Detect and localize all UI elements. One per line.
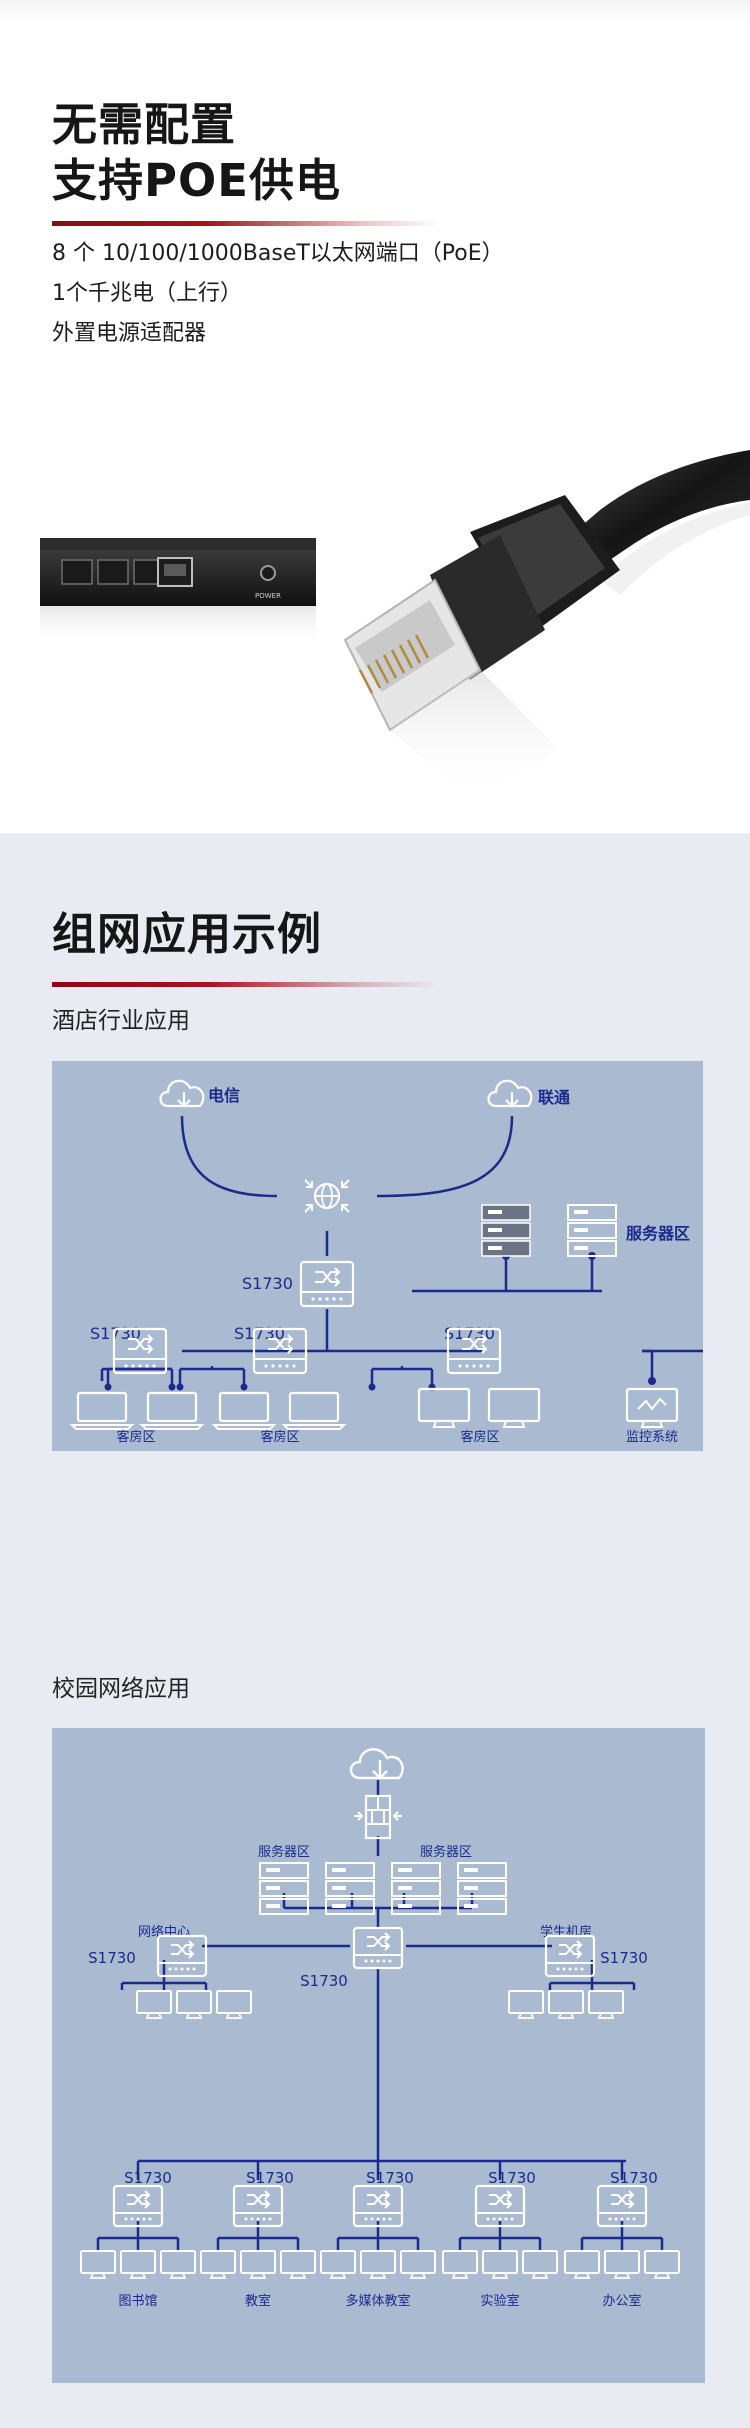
feature-line-3: 外置电源适配器 xyxy=(52,321,207,346)
server-zone-label: 服务器区 xyxy=(626,1224,690,1243)
server-icon xyxy=(325,1862,375,1915)
network-examples-section: 组网应用示例 酒店行业应用 xyxy=(0,833,750,2428)
pc-icon xyxy=(417,1387,471,1429)
zone-multimedia-label: 多媒体教室 xyxy=(345,2293,410,2309)
pc-icon xyxy=(280,2250,316,2279)
campus-diagram-panel: 服务器区 服务器区 网络中心 S1730 S1730 学生机房 S1730 S1… xyxy=(52,1728,705,2383)
hotel-network-diagram: 电信 联通 服务器区 S1730 S1730 S17 xyxy=(70,1079,742,1445)
access-switch-4-label: S1730 xyxy=(488,2169,536,2187)
access-switch-1-icon xyxy=(112,2184,164,2228)
campus-subtitle: 校园网络应用 xyxy=(52,1676,190,1702)
cloud-icon xyxy=(159,1079,205,1108)
pc-icon xyxy=(360,2250,396,2279)
title-underline xyxy=(52,221,440,226)
switch-device: POWER xyxy=(40,538,316,646)
access-switch-3-label: S1730 xyxy=(366,2169,414,2187)
pc-icon xyxy=(442,2250,478,2279)
pc-icon xyxy=(120,2250,156,2279)
laptop-icon xyxy=(212,1391,276,1431)
hero-title-line2: 支持POE供电 xyxy=(52,154,341,207)
hero-title-line1: 无需配置 xyxy=(52,98,237,151)
switch-right-label: S1730 xyxy=(600,1949,648,1967)
access-switch-2-label: S1730 xyxy=(246,2169,294,2187)
access-switch-2-icon xyxy=(232,2184,284,2228)
internet-globe-icon xyxy=(304,1179,350,1213)
pc-icon xyxy=(176,1990,212,2019)
server-zone-left-label: 服务器区 xyxy=(258,1844,310,1860)
pc-icon xyxy=(487,1387,541,1429)
zone-classroom-label: 教室 xyxy=(245,2293,271,2309)
switch-right-icon xyxy=(544,1934,596,1978)
hotel-subtitle: 酒店行业应用 xyxy=(52,1008,190,1034)
server-icon xyxy=(391,1862,441,1915)
pc-icon xyxy=(160,2250,196,2279)
access-switch-3-icon xyxy=(352,2184,404,2228)
pc-icon xyxy=(216,1990,252,2019)
section-title: 组网应用示例 xyxy=(52,909,322,960)
pc-icon xyxy=(136,1990,172,2019)
pc-icon xyxy=(80,2250,116,2279)
core-switch-label: S1730 xyxy=(300,1972,348,1990)
pc-icon xyxy=(200,2250,236,2279)
pc-icon xyxy=(522,2250,558,2279)
cloud-icon xyxy=(487,1079,533,1108)
monitor-icon xyxy=(625,1387,679,1429)
laptop-icon xyxy=(282,1391,346,1431)
core-switch-label: S1730 xyxy=(242,1274,293,1293)
section-title-underline xyxy=(52,982,440,987)
pc-icon xyxy=(482,2250,518,2279)
monitor-system-label: 监控系统 xyxy=(626,1430,678,1445)
network-center-label: 网络中心 xyxy=(138,1924,190,1940)
server-icon xyxy=(457,1862,507,1915)
room-zone-1-label: 客房区 xyxy=(116,1429,155,1445)
hotel-connection-lines xyxy=(100,1115,742,1381)
room-zone-2-label: 客房区 xyxy=(260,1429,299,1445)
cloud-icon xyxy=(349,1748,404,1780)
pc-icon xyxy=(604,2250,640,2279)
pc-icon xyxy=(400,2250,436,2279)
campus-network-diagram: 服务器区 服务器区 网络中心 S1730 S1730 学生机房 S1730 S1… xyxy=(80,1748,680,2309)
zone-lab-label: 实验室 xyxy=(480,2293,519,2309)
switch-left-label: S1730 xyxy=(88,1949,136,1967)
pc-icon xyxy=(508,1990,544,2019)
core-switch-icon xyxy=(352,1926,404,1970)
server-zone-right-label: 服务器区 xyxy=(420,1844,472,1860)
pc-icon xyxy=(240,2250,276,2279)
pc-icon xyxy=(564,2250,600,2279)
ethernet-cable xyxy=(343,450,750,800)
core-switch-icon xyxy=(299,1260,355,1308)
laptop-icon xyxy=(140,1391,204,1431)
zone-library-label: 图书馆 xyxy=(118,2294,157,2309)
feature-line-2: 1个千兆电（上行） xyxy=(52,281,242,306)
zone-office-label: 办公室 xyxy=(602,2293,641,2309)
pc-icon xyxy=(548,1990,584,2019)
firewall-icon xyxy=(354,1794,402,1840)
pc-icon xyxy=(320,2250,356,2279)
access-switch-5-label: S1730 xyxy=(610,2169,658,2187)
product-image: POWER xyxy=(40,450,750,800)
pc-icon xyxy=(588,1990,624,2019)
power-port-label: POWER xyxy=(255,592,281,600)
laptop-icon xyxy=(70,1391,134,1431)
student-lab-label: 学生机房 xyxy=(540,1924,592,1940)
room-zone-3-label: 客房区 xyxy=(460,1429,499,1445)
switch-right-label: S1730 xyxy=(444,1324,495,1343)
isp-unicom-label: 联通 xyxy=(538,1088,570,1107)
hero-section: 无需配置 支持POE供电 8 个 10/100/1000BaseT以太网端口（P… xyxy=(0,0,750,833)
access-switch-1-label: S1730 xyxy=(124,2169,172,2187)
pc-icon xyxy=(644,2250,680,2279)
feature-line-1: 8 个 10/100/1000BaseT以太网端口（PoE） xyxy=(52,241,504,266)
server-icon xyxy=(481,1204,531,1257)
access-switch-4-icon xyxy=(474,2184,526,2228)
isp-telecom-label: 电信 xyxy=(208,1086,240,1105)
switch-left-label: S1730 xyxy=(90,1324,141,1343)
access-switch-5-icon xyxy=(596,2184,648,2228)
hotel-diagram-panel: 电信 联通 服务器区 S1730 S1730 S17 xyxy=(52,1061,742,1451)
server-icon xyxy=(567,1204,617,1257)
